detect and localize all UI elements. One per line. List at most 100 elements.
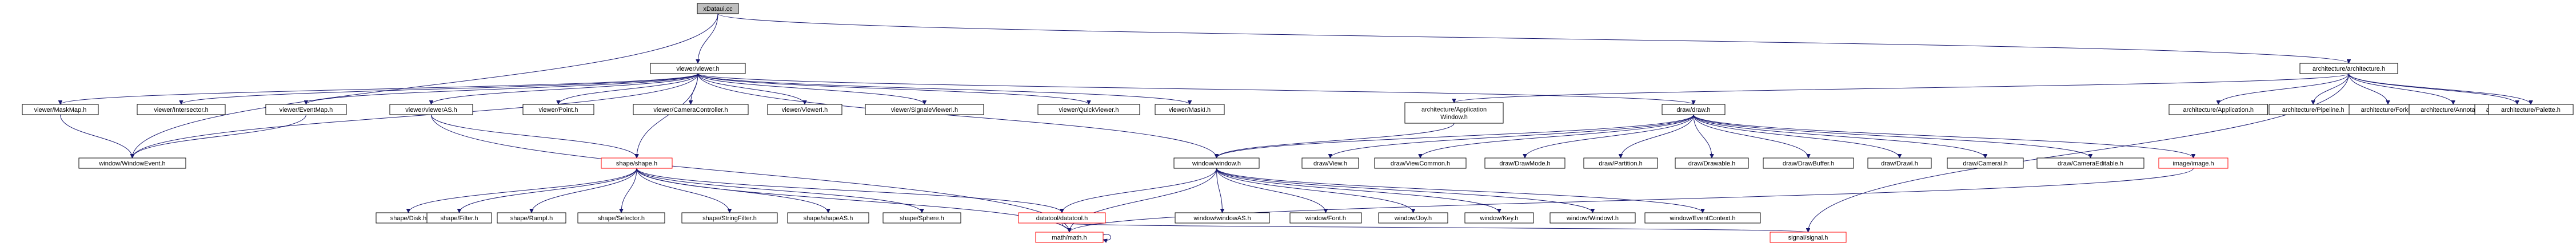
node-label: shape/shapeAS.h: [804, 215, 853, 222]
node-label: xDataui.cc: [703, 6, 733, 13]
node-label: architecture/Application.h: [2183, 107, 2254, 114]
node-partition[interactable]: draw/Partition.h: [1583, 157, 1658, 169]
node-label: architecture/Pipeline.h: [2282, 107, 2345, 114]
edge-vieweras-to-math: [431, 114, 1070, 232]
node-label: architecture/Application: [1421, 107, 1487, 114]
node-application[interactable]: architecture/Application.h: [2168, 104, 2269, 115]
node-image[interactable]: image/image.h: [2158, 157, 2228, 169]
node-pipeline[interactable]: architecture/Pipeline.h: [2269, 104, 2358, 115]
node-box: [2299, 63, 2398, 74]
edge-draw-to-drawbuffer: [1693, 114, 1808, 159]
node-box: [633, 104, 749, 115]
edge-shape-to-stringfilter: [636, 168, 730, 213]
node-cameral[interactable]: draw/CameraI.h: [1947, 157, 2024, 169]
node-sphere[interactable]: shape/Sphere.h: [882, 212, 961, 224]
node-box: [1947, 157, 2024, 169]
node-box: [577, 212, 665, 224]
node-label: viewer/MaskI.h: [1169, 107, 1211, 114]
edge-draw-to-drawview: [1331, 114, 1694, 159]
node-point[interactable]: viewer/Point.h: [522, 104, 594, 115]
node-drawable[interactable]: draw/Drawable.h: [1675, 157, 1749, 169]
node-drawbuffer[interactable]: draw/DrawBuffer.h: [1763, 157, 1854, 169]
node-box: [1378, 212, 1448, 224]
edge-vieweras-to-shape: [431, 114, 637, 159]
node-box: [767, 104, 842, 115]
node-box: [697, 3, 739, 14]
edge-maskmap-to-windowevent: [60, 114, 133, 158]
node-window[interactable]: window/window.h: [1173, 157, 1260, 169]
node-label: viewer/CameraController.h: [653, 107, 728, 114]
node-box: [1662, 104, 1726, 115]
node-label: viewer/ViewerI.h: [782, 107, 828, 114]
node-windowl[interactable]: window/WindowI.h: [1549, 212, 1636, 224]
node-quickviewer[interactable]: viewer/QuickViewer.h: [1037, 104, 1140, 115]
node-signaleviewer[interactable]: viewer/SignaleViewerI.h: [865, 104, 984, 115]
node-math[interactable]: math/math.h: [1035, 232, 1104, 243]
node-label: window/Joy.h: [1394, 215, 1432, 222]
edge-shape-to-filter: [460, 168, 637, 213]
edge-draw-to-drawable: [1693, 114, 1712, 158]
edge-viewer-to-windowevent: [133, 73, 698, 158]
node-drawl[interactable]: draw/DrawI.h: [1867, 157, 1932, 169]
node-signal[interactable]: signal/signal.h: [1770, 232, 1847, 243]
node-datatool[interactable]: datatool/datatool.h: [1018, 212, 1106, 224]
node-box: [1374, 157, 1467, 169]
edge-viewer-to-maskl: [697, 73, 1190, 105]
node-palette[interactable]: architecture/Palette.h: [2488, 104, 2574, 115]
node-stringfilter[interactable]: shape/StringFilter.h: [681, 212, 778, 224]
node-draw[interactable]: draw/draw.h: [1662, 104, 1726, 115]
node-maskl[interactable]: viewer/MaskI.h: [1155, 104, 1225, 115]
node-shapeas[interactable]: shape/shapeAS.h: [787, 212, 869, 224]
node-camctl[interactable]: viewer/CameraController.h: [633, 104, 749, 115]
edge-arch-to-pipeline: [2313, 73, 2349, 105]
edge-shape-to-disk: [409, 168, 637, 213]
node-label: viewer/QuickViewer.h: [1059, 107, 1119, 114]
node-box: [1464, 212, 1534, 224]
edge-draw-to-image: [1693, 114, 2194, 159]
edge-root-to-arch: [717, 13, 2349, 64]
node-viewerl[interactable]: viewer/ViewerI.h: [767, 104, 842, 115]
node-arch[interactable]: architecture/architecture.h: [2299, 63, 2398, 74]
node-drawview[interactable]: draw/View.h: [1301, 157, 1359, 169]
node-root[interactable]: xDataui.cc: [697, 3, 739, 14]
node-windowas[interactable]: window/windowAS.h: [1175, 212, 1270, 224]
node-eventcontext[interactable]: window/EventContext.h: [1644, 212, 1761, 224]
node-forkl[interactable]: architecture/ForkI.h: [2349, 104, 2427, 115]
edge-viewer-to-quickviewer: [697, 73, 1089, 105]
node-windowevent[interactable]: window/WindowEvent.h: [78, 157, 186, 169]
node-font[interactable]: window/Font.h: [1289, 212, 1362, 224]
node-box: [2488, 104, 2574, 115]
node-box: [1289, 212, 1362, 224]
node-key[interactable]: window/Key.h: [1464, 212, 1534, 224]
edge-window-to-windowl: [1216, 168, 1593, 213]
node-filter[interactable]: shape/Filter.h: [426, 212, 492, 224]
edge-draw-to-drawl: [1693, 114, 1900, 159]
node-label: viewer/Intersector.h: [154, 107, 208, 114]
node-cameraeditable[interactable]: draw/CameraEditable.h: [2036, 157, 2144, 169]
node-selector[interactable]: shape/Selector.h: [577, 212, 665, 224]
node-intersector[interactable]: viewer/Intersector.h: [137, 104, 226, 115]
node-maskmap[interactable]: viewer/MaskMap.h: [22, 104, 99, 115]
node-box: [1675, 157, 1749, 169]
node-drawmode[interactable]: draw/DrawMode.h: [1484, 157, 1565, 169]
node-box: [1018, 212, 1106, 224]
node-label: draw/draw.h: [1676, 107, 1710, 114]
node-vieweras[interactable]: viewer/viewerAS.h: [389, 104, 473, 115]
node-box: [389, 104, 473, 115]
edge-arch-to-annotate: [2349, 73, 2454, 105]
node-shape[interactable]: shape/shape.h: [601, 157, 673, 169]
node-label: shape/RampI.h: [510, 215, 553, 222]
node-eventmap[interactable]: viewer/EventMap.h: [265, 104, 347, 115]
edge-arch-to-signal: [1808, 73, 2349, 232]
edge-eventmap-to-windowevent: [133, 114, 306, 159]
node-joy[interactable]: window/Joy.h: [1378, 212, 1448, 224]
node-label: viewer/MaskMap.h: [34, 107, 87, 114]
node-label: shape/Filter.h: [440, 215, 478, 222]
node-viewer[interactable]: viewer/viewer.h: [650, 63, 746, 74]
node-box: [137, 104, 226, 115]
node-rampl[interactable]: shape/RampI.h: [497, 212, 566, 224]
node-viewcommon[interactable]: draw/ViewCommon.h: [1374, 157, 1467, 169]
node-disk[interactable]: shape/Disk.h: [376, 212, 441, 224]
